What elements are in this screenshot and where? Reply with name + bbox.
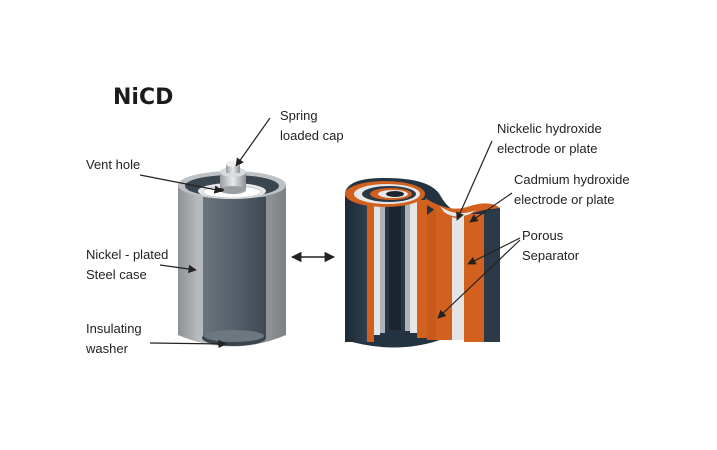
label-porous-separator: Porous Separator <box>522 226 579 266</box>
label-insulating-washer: Insulating washer <box>86 319 142 359</box>
label-spring-cap: Spring loaded cap <box>280 106 344 146</box>
label-line: Cadmium hydroxide <box>514 172 630 187</box>
diagram-title: NiCD <box>113 85 174 110</box>
label-line: electrode or plate <box>514 192 615 207</box>
label-line: Nickelic hydroxide <box>497 121 602 136</box>
spring-loaded-cap <box>220 161 246 194</box>
label-line: Spring <box>280 108 318 123</box>
label-line: Steel case <box>86 267 147 282</box>
leader-separator-1 <box>467 237 521 265</box>
label-line: loaded cap <box>280 128 344 143</box>
battery-case-cutaway <box>178 161 286 347</box>
leader-separator-2 <box>437 239 521 319</box>
label-vent-hole: Vent hole <box>86 155 140 175</box>
electrode-roll-cutaway <box>345 178 500 348</box>
leader-spring-cap <box>235 117 271 167</box>
label-nickel-case: Nickel - plated Steel case <box>86 245 168 285</box>
label-line: Nickel - plated <box>86 247 169 262</box>
leader-nickelic <box>456 140 493 221</box>
label-line: Vent hole <box>86 157 141 172</box>
label-nickelic-electrode: Nickelic hydroxide electrode or plate <box>497 119 602 159</box>
label-line: washer <box>86 341 128 356</box>
label-line: Insulating <box>86 321 142 336</box>
leader-nickel-case <box>159 264 197 274</box>
label-line: electrode or plate <box>497 141 598 156</box>
case-interior <box>203 197 266 343</box>
label-cadmium-electrode: Cadmium hydroxide electrode or plate <box>514 170 630 210</box>
label-line: Porous <box>522 228 564 243</box>
label-line: Separator <box>522 248 580 263</box>
leader-washer <box>149 339 227 349</box>
leader-cadmium <box>469 192 513 223</box>
leader-vent-hole <box>139 174 223 194</box>
